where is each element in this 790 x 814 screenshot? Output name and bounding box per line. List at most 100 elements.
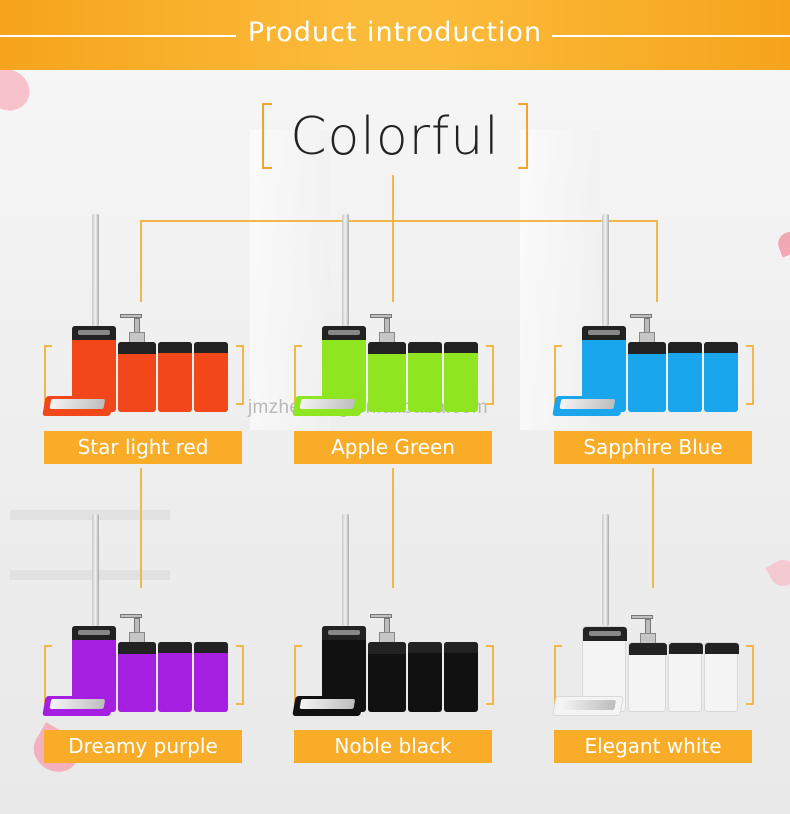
brush-holder-cap [72,326,116,340]
card-bracket-right [236,345,244,405]
tumbler-cup [704,342,738,412]
toilet-brush-handle [92,214,99,326]
connector-line [392,468,394,588]
brush-holder-cap [322,326,366,340]
soap-dish [552,396,624,416]
soap-dispenser [368,614,406,712]
soap-dispenser [118,314,156,412]
soap-dish [292,696,364,716]
soap-dispenser [628,314,666,412]
tumbler-cup [668,342,702,412]
pump-spout [370,314,392,318]
soap-dish [42,696,114,716]
tumbler-cup [408,642,442,712]
pump-spout [120,614,142,618]
banner-divider [552,35,790,37]
connector-line [140,220,142,302]
pump-spout [370,614,392,618]
tumbler-cup [194,342,228,412]
soap-dish-tray [299,699,356,709]
card-bracket-right [486,345,494,405]
toilet-brush-handle [342,514,349,626]
banner-title: Product introduction [247,17,543,48]
soap-dish [552,696,624,716]
connector-line [652,468,654,588]
card-bracket-right [486,645,494,705]
product-label: Dreamy purple [44,730,242,763]
soap-dish-tray [49,699,106,709]
pump-cap [368,642,406,654]
soap-dish-tray [559,399,616,409]
pump-cap [629,643,667,655]
tumbler-cap [158,642,192,653]
pump-spout [631,615,653,619]
product-label: Apple Green [294,431,492,464]
pump-cap [368,342,406,354]
soap-dish [42,396,114,416]
card-bracket-right [236,645,244,705]
pump-cap [628,342,666,354]
heading-bracket-right [518,103,528,169]
tumbler-cup [444,642,478,712]
heading-bracket-left [262,103,272,169]
product-label: Star light red [44,431,242,464]
tumbler-cap [669,643,703,654]
soap-dispenser [368,314,406,412]
product-set-2 [552,210,754,416]
pump-cap [118,342,156,354]
tumbler-cap [704,342,738,353]
soap-dish-tray [560,700,617,710]
heading-text: Colorful [290,107,500,167]
soap-dispenser [628,615,667,712]
product-set-5 [552,510,754,716]
tumbler-cup [408,342,442,412]
product-set-1 [292,210,494,416]
banner-divider [0,35,236,37]
pump-cap [118,642,156,654]
tumbler-cap [194,642,228,653]
background-shelf [10,510,170,520]
colorful-heading: Colorful [262,103,528,173]
header-banner: Product introduction [0,0,790,70]
connector-line [140,468,142,588]
brush-holder-cap [583,627,627,641]
tumbler-cap [408,642,442,653]
tumbler-cup [158,642,192,712]
soap-dish [292,396,364,416]
background-shelf [10,570,170,580]
connector-line [656,220,658,302]
product-label: Elegant white [554,730,752,763]
connector-line [140,220,658,222]
tumbler-cap [194,342,228,353]
connector-line [392,175,394,221]
tumbler-cup [704,642,739,712]
tumbler-cap [444,342,478,353]
tumbler-cap [408,342,442,353]
product-set-4 [292,510,494,716]
connector-line [392,220,394,302]
brush-holder-cap [582,326,626,340]
soap-dish-tray [299,399,356,409]
soap-dispenser [118,614,156,712]
background-room [0,70,790,814]
soap-dish-tray [49,399,106,409]
tumbler-cap [158,342,192,353]
background-window [250,130,330,430]
toilet-brush-handle [602,514,609,626]
tumbler-cup [194,642,228,712]
toilet-brush-handle [92,514,99,626]
product-set-3 [42,510,244,716]
product-set-0 [42,210,244,416]
tumbler-cap [444,642,478,653]
product-label: Noble black [294,730,492,763]
toilet-brush-handle [342,214,349,326]
pump-spout [630,314,652,318]
brush-holder-cap [72,626,116,640]
tumbler-cap [668,342,702,353]
product-label: Sapphire Blue [554,431,752,464]
card-bracket-right [746,345,754,405]
tumbler-cup [444,342,478,412]
tumbler-cap [705,643,739,654]
tumbler-cup [158,342,192,412]
toilet-brush-handle [602,214,609,326]
